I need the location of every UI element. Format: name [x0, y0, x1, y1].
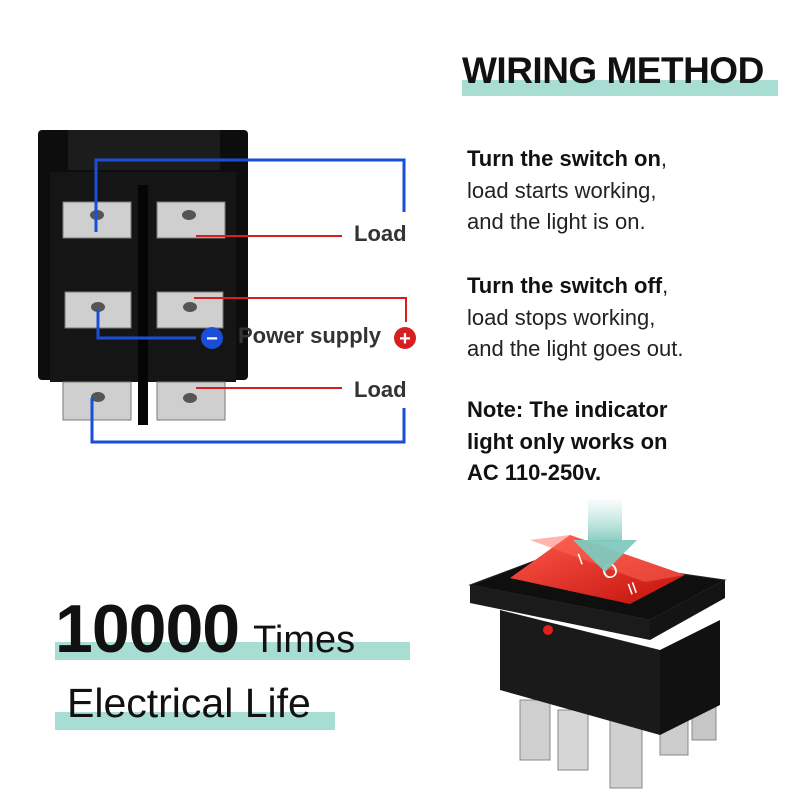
terminal-bottom-left	[62, 381, 132, 421]
switch-product-image: I O II	[468, 500, 727, 789]
heading-highlight	[462, 80, 778, 96]
switch-divider	[138, 185, 148, 425]
switch-top-bezel	[68, 130, 220, 170]
minus-icon	[201, 327, 223, 349]
indicator-note: Note: The indicator light only works on …	[467, 397, 668, 485]
terminal-top-right	[156, 201, 226, 239]
wiring-diagram: − +	[38, 130, 416, 444]
switch-on-line3: and the light is on.	[467, 209, 646, 234]
blue-wire-top	[94, 158, 406, 232]
life-number: 10000	[55, 591, 240, 667]
switch-on-line2: load starts working,	[467, 177, 657, 203]
switch-off-description: Turn the switch off, load stops working,…	[467, 270, 684, 365]
blue-wire-bottom	[90, 398, 406, 444]
switch-off-line2: load stops working,	[467, 304, 656, 330]
load-top-label: Load	[354, 221, 407, 246]
load-bottom-label: Load	[354, 377, 407, 402]
down-arrow-icon	[573, 500, 637, 572]
red-rocker	[510, 535, 685, 604]
power-supply-label: Power supply	[238, 323, 382, 348]
switch-on-description: Turn the switch on, load starts working,…	[467, 143, 667, 238]
switch-on-title: Turn the switch on	[467, 146, 661, 171]
minus-sign: −	[206, 328, 218, 350]
blue-wire-supply	[96, 310, 196, 340]
life-unit: Times	[253, 619, 356, 661]
page-title: WIRING METHOD	[462, 50, 764, 91]
red-wire-supply	[194, 297, 407, 322]
symbol-on: I	[576, 551, 586, 568]
electrical-life-label: Electrical Life	[67, 680, 311, 726]
plus-sign: +	[399, 328, 411, 350]
switch-off-line3: and the light goes out.	[467, 336, 684, 361]
switch-off-title: Turn the switch off	[467, 273, 663, 298]
life-highlight	[55, 712, 335, 730]
electrical-life-count: 10000 Times	[55, 590, 355, 668]
plus-icon	[394, 327, 416, 349]
times-highlight	[55, 642, 410, 660]
